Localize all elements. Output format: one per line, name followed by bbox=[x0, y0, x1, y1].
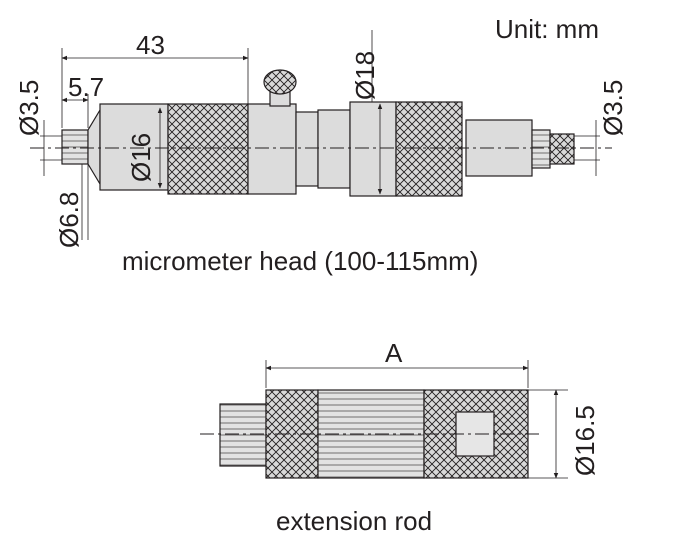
dim-a-label: A bbox=[385, 338, 403, 368]
left-tip bbox=[61, 129, 89, 165]
extension-rod-caption: extension rod bbox=[276, 506, 432, 536]
sleeve bbox=[99, 103, 169, 191]
micrometer-head-drawing: 43 5.7 Ø3.5 Ø6.8 Ø16 Ø18 Ø3.5 micrometer… bbox=[14, 30, 628, 276]
dim-3-5-right-label: Ø3.5 bbox=[598, 80, 628, 136]
ratchet-body bbox=[349, 101, 397, 197]
thimble-body bbox=[247, 103, 297, 195]
dim-3-5-left-label: Ø3.5 bbox=[14, 80, 44, 136]
extension-rod-drawing: A Ø16.5 extension rod bbox=[200, 338, 600, 536]
knurled-ring-left bbox=[167, 103, 249, 195]
middle-body bbox=[317, 109, 351, 189]
dim-43-label: 43 bbox=[136, 30, 165, 60]
dim-18-label: Ø18 bbox=[350, 51, 380, 100]
right-tip bbox=[549, 133, 575, 165]
neck bbox=[295, 111, 319, 187]
dim-6-8-label: Ø6.8 bbox=[54, 192, 84, 248]
left-cone bbox=[87, 107, 101, 187]
lock-knob bbox=[263, 69, 297, 95]
right-collar bbox=[531, 129, 551, 169]
knurled-ring-right bbox=[395, 101, 463, 197]
dim-16-label: Ø16 bbox=[126, 133, 156, 182]
dim-16-5-label: Ø16.5 bbox=[570, 405, 600, 476]
unit-label: Unit: mm bbox=[495, 14, 599, 44]
dim-5-7-label: 5.7 bbox=[68, 72, 104, 102]
micrometer-head-caption: micrometer head (100-115mm) bbox=[122, 246, 478, 276]
rod-stub bbox=[219, 403, 267, 467]
